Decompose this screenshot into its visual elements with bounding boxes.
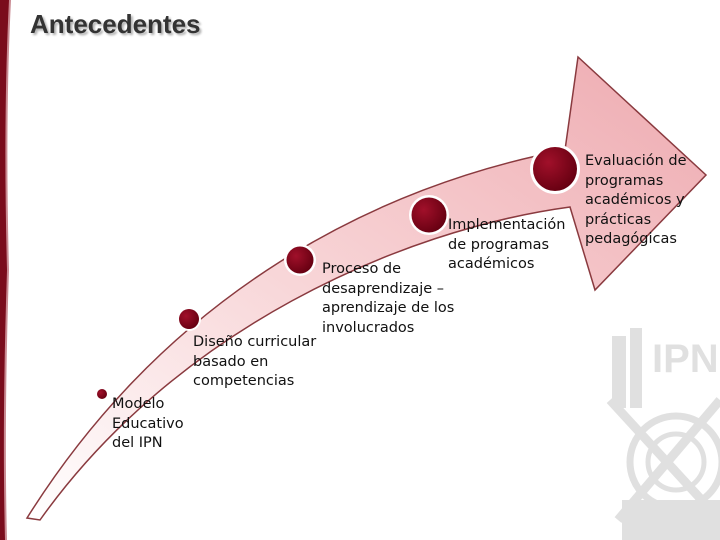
step-bullet — [530, 144, 580, 194]
page-title: Antecedentes — [30, 9, 201, 39]
ipn-watermark-logo: IPN — [606, 328, 720, 540]
step-bullet — [284, 244, 316, 276]
sidebar-decoration — [0, 0, 11, 540]
step-label-diseno: Diseño curricular basado en competencias — [193, 334, 317, 389]
step-label-implementacion: Implementación de programas académicos — [448, 217, 566, 272]
svg-text:IPN: IPN — [652, 337, 719, 381]
step-label-modelo: Modelo Educativo del IPN — [112, 396, 184, 451]
step-label-proceso: Proceso de desaprendizaje – aprendizaje … — [322, 261, 455, 336]
step-bullet — [409, 195, 449, 235]
step-label-evaluacion: Evaluación de programas académicos y prá… — [585, 153, 687, 247]
step-bullet — [177, 307, 201, 331]
step-bullet — [95, 387, 109, 401]
